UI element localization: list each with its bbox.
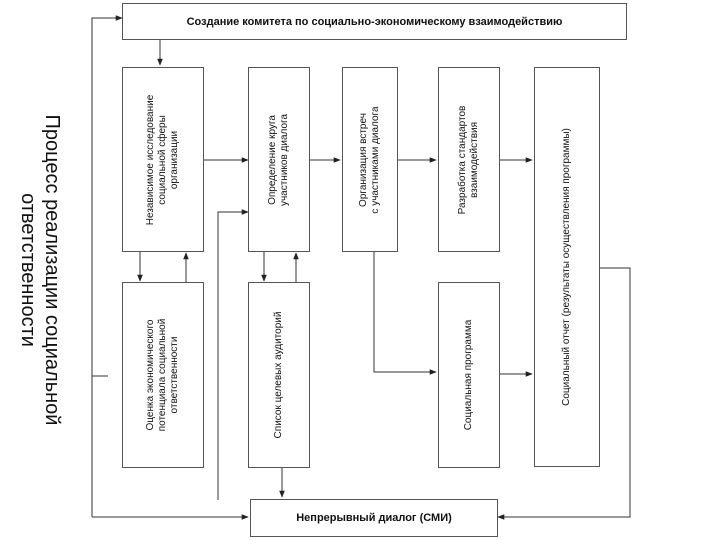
outer-loop-line: [91, 15, 123, 377]
assessment-box: Оценка экономического потенциала социаль…: [122, 282, 204, 468]
arrow-meetings-to-program: [373, 252, 437, 375]
committee-box: Создание комитета по социально-экономиче…: [122, 3, 627, 40]
meetings-box: Организация встреч с участниками диалога: [342, 67, 398, 252]
participants-label-2: участников диалога: [279, 113, 290, 206]
standards-box: Разработка стандартов взаимодействия: [438, 67, 500, 252]
research-label-2: социальной сферы: [157, 114, 168, 205]
assessment-label-1: Оценка экономического: [145, 319, 156, 431]
assessment-label-2: потенциала социальной: [157, 318, 168, 432]
standards-label-1: Разработка стандартов: [457, 105, 468, 214]
participants-label-1: Определение круга: [267, 114, 278, 205]
audiences-label: Список целевых аудиторий: [273, 311, 284, 439]
report-label: Социальный отчет (результаты осуществлен…: [561, 128, 572, 406]
meetings-label-2: с участниками диалога: [370, 105, 381, 214]
dialog-box: Непрерывный диалог (СМИ): [250, 499, 498, 537]
arrow-report-to-dialog: [497, 267, 631, 520]
research-label-3: организации: [169, 130, 180, 189]
audiences-box: Список целевых аудиторий: [248, 282, 310, 468]
meetings-label-1: Организация встреч: [358, 112, 369, 207]
committee-label: Создание комитета по социально-экономиче…: [186, 15, 563, 28]
arrow-feedback-to-participants: [217, 209, 249, 500]
report-box: Социальный отчет (результаты осуществлен…: [534, 67, 600, 467]
participants-box: Определение круга участников диалога: [248, 67, 310, 252]
program-label: Социальная программа: [463, 319, 474, 431]
standards-label-2: взаимодействия: [469, 121, 480, 198]
assessment-label-3: ответственности: [169, 336, 180, 414]
dialog-label: Непрерывный диалог (СМИ): [296, 512, 452, 524]
research-label-1: Независимое исследование: [145, 94, 156, 225]
research-box: Независимое исследование социальной сфер…: [122, 67, 204, 252]
program-box: Социальная программа: [438, 282, 500, 468]
